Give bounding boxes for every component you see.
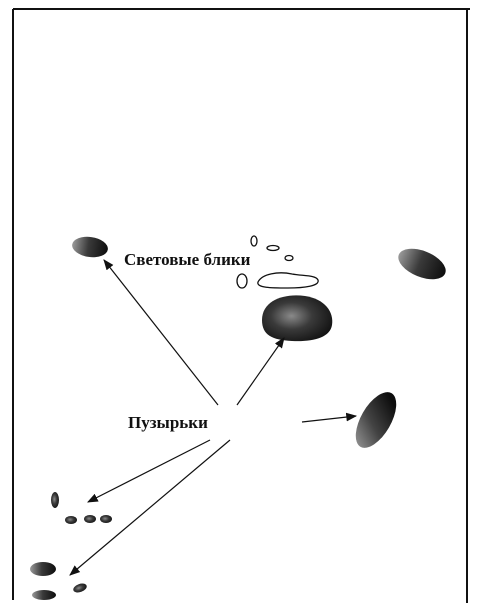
bubble-small-1 xyxy=(51,492,59,508)
highlight-2 xyxy=(267,246,279,251)
arrow-to-large-center xyxy=(237,338,284,405)
label-highlights: Световые блики xyxy=(124,250,251,269)
bubble-small-2 xyxy=(65,516,77,524)
bubble-small-4 xyxy=(100,515,112,523)
bubble-top-left xyxy=(71,235,109,260)
bubble-small-3 xyxy=(84,515,96,523)
bubble-bottom-3 xyxy=(32,590,56,600)
highlight-4 xyxy=(237,274,247,288)
highlight-3 xyxy=(285,256,293,261)
arrow-to-small-cluster xyxy=(88,440,210,502)
highlight-5 xyxy=(258,273,318,288)
bubbles-group xyxy=(30,235,450,600)
bubble-large-center xyxy=(262,295,332,341)
highlight-1 xyxy=(251,236,257,246)
bubble-right-oblong xyxy=(348,386,405,455)
arrow-to-bottom-cluster xyxy=(70,440,230,575)
bubble-top-right xyxy=(394,243,450,286)
arrow-to-top-left xyxy=(104,260,218,405)
arrow-to-right-oblong xyxy=(302,416,356,422)
page-border xyxy=(13,9,470,603)
bubble-bottom-1 xyxy=(30,562,56,576)
label-bubbles: Пузырьки xyxy=(128,413,208,432)
bubble-bottom-2 xyxy=(72,582,88,594)
